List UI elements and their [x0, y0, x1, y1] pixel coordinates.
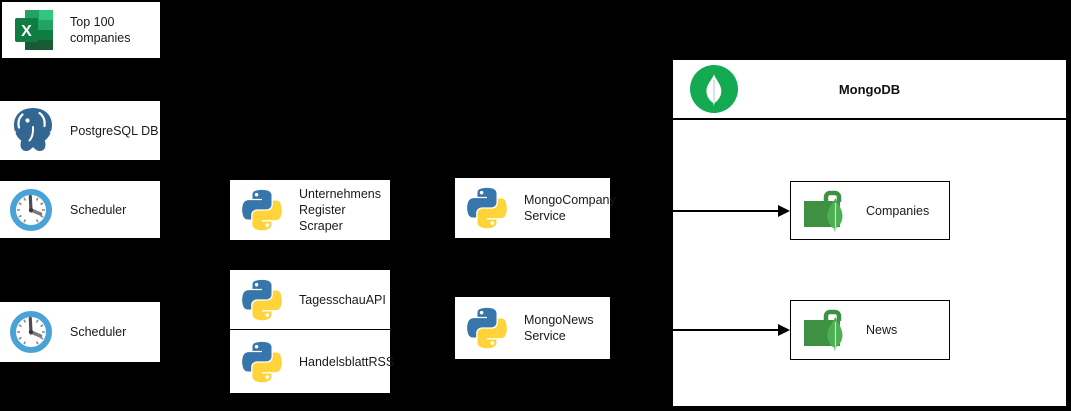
clock-icon	[9, 310, 53, 354]
node-mongocompany-service[interactable]: MongoCompany Service	[455, 178, 616, 238]
node-label: TagesschauAPI	[299, 292, 386, 307]
python-icon	[466, 307, 508, 349]
node-label: News	[866, 323, 898, 337]
node-scheduler-2[interactable]: Scheduler	[0, 302, 160, 362]
mongodb-title: MongoDB	[838, 81, 901, 97]
svg-text:X: X	[21, 23, 32, 40]
postgresql-icon	[9, 105, 57, 157]
node-label: Top 100 companies	[70, 15, 131, 45]
edge-mongonews-to-news[interactable]	[612, 324, 790, 336]
node-postgresql-db[interactable]: PostgreSQL DB	[0, 101, 160, 160]
excel-icon: X	[15, 8, 55, 52]
python-icon	[241, 279, 283, 321]
python-icon	[466, 187, 508, 229]
mongodb-collection-icon	[803, 306, 849, 354]
node-collection-news[interactable]: News	[790, 300, 950, 360]
python-icon	[241, 189, 283, 231]
mongodb-leaf-icon	[690, 65, 738, 113]
node-collection-companies[interactable]: Companies	[790, 181, 950, 240]
mongodb-collection-icon	[803, 187, 849, 235]
node-unternehmensregister-scraper[interactable]: Unternehmens Register Scraper	[230, 180, 390, 240]
node-excel-top100[interactable]: X Top 100 companies	[2, 2, 160, 58]
node-tagesschau-api[interactable]: TagesschauAPI	[230, 270, 390, 329]
node-label: MongoNews Service	[524, 313, 594, 343]
python-icon	[241, 341, 283, 383]
node-handelsblatt-rss[interactable]: HandelsblattRSS	[230, 329, 394, 393]
node-label: PostgreSQL DB	[70, 123, 159, 138]
clock-icon	[9, 188, 53, 232]
node-label: HandelsblattRSS	[299, 354, 395, 369]
node-mongonews-service[interactable]: MongoNews Service	[455, 297, 610, 359]
node-label: MongoCompany Service	[524, 193, 616, 223]
node-label: Scheduler	[70, 202, 127, 217]
node-label: Companies	[866, 203, 930, 218]
mongodb-container-header: MongoDB	[673, 60, 1066, 120]
node-label: Unternehmens Register Scraper	[299, 187, 381, 233]
edge-mongocompany-to-companies[interactable]	[612, 205, 790, 217]
node-scheduler-1[interactable]: Scheduler	[0, 181, 160, 238]
node-label: Scheduler	[70, 325, 127, 339]
